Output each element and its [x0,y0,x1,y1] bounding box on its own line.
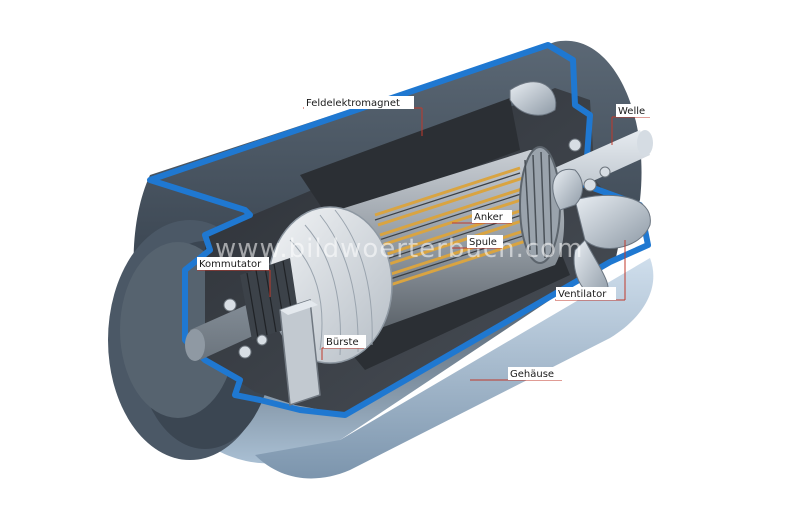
label-gehaeuse: Gehäuse [510,369,554,380]
bearings [223,138,611,359]
label-anker: Anker [474,212,504,223]
label-feldelektromagnet: Feldelektromagnet [306,98,400,109]
callout-buerste: Bürste [321,335,366,360]
label-welle: Welle [618,106,645,117]
callout-kommutator: Kommutator [197,257,271,297]
callout-ventilator: Ventilator [555,240,626,301]
brush [279,298,321,407]
fan [509,81,651,301]
callout-welle: Welle [611,104,650,145]
coil-bars [374,166,536,287]
callout-feldelektromagnet: Feldelektromagnet [303,96,423,136]
label-ventilator: Ventilator [558,289,607,300]
callouts: Feldelektromagnet Welle Anker Spule Komm… [197,96,650,381]
label-kommutator: Kommutator [199,259,262,270]
watermark: www.bildwoerterbuch.com [215,234,583,264]
callout-spule: Spule [452,235,503,249]
label-buerste: Bürste [326,337,359,348]
label-spule: Spule [469,237,497,248]
callout-anker: Anker [452,210,512,224]
callout-gehaeuse: Gehäuse [470,367,562,381]
